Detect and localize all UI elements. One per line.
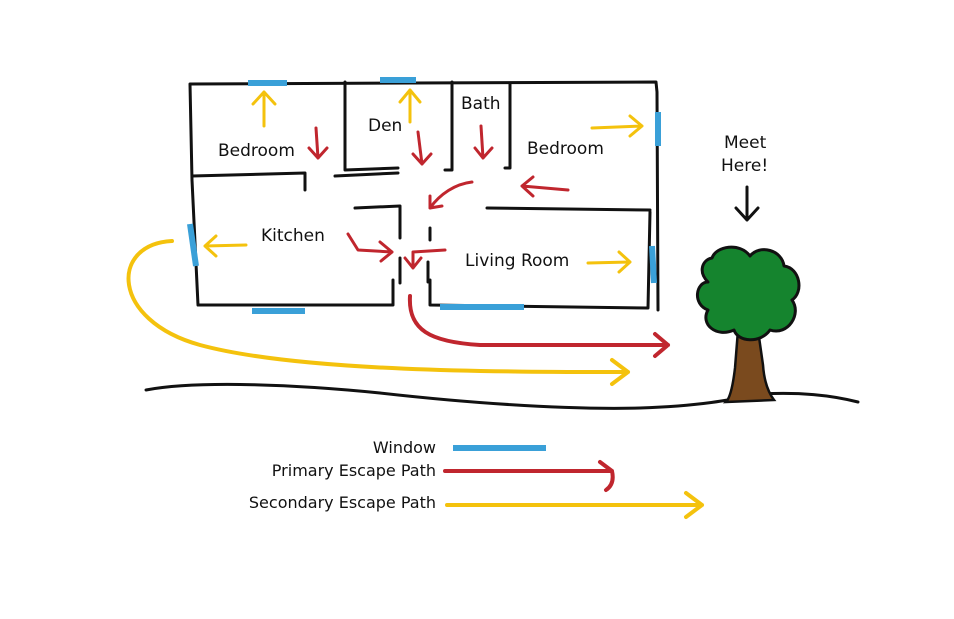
bedroom-left-wall	[190, 171, 307, 192]
red-arrow	[473, 124, 494, 160]
kitchen-hall-wall	[353, 204, 402, 285]
window	[649, 245, 657, 284]
red-long-escape-path	[407, 294, 670, 358]
primary-escape-arrows	[307, 124, 670, 358]
legend-label-secondary: Secondary Escape Path	[249, 493, 436, 512]
red-arrow	[403, 248, 447, 270]
tree-trunk	[722, 328, 777, 404]
room-label-bath: Bath	[461, 94, 501, 114]
legend-label-primary: Primary Escape Path	[272, 461, 436, 480]
room-label-living-room: Living Room	[465, 251, 569, 271]
room-label-bedroom-right: Bedroom	[527, 139, 604, 159]
meet-here-label-line2: Here!	[721, 156, 768, 176]
yellow-long-escape-path	[126, 239, 630, 386]
yellow-arrow	[398, 88, 422, 124]
bath-bedroom-wall	[503, 82, 512, 170]
meet-here-label-line1: Meet	[724, 133, 767, 153]
red-arrow	[411, 130, 433, 166]
room-label-bedroom-left: Bedroom	[218, 141, 295, 161]
living-room-top-wall	[428, 206, 652, 242]
outer-wall	[188, 80, 660, 312]
room-label-kitchen: Kitchen	[261, 226, 325, 246]
windows	[187, 77, 661, 314]
red-arrow	[520, 175, 570, 198]
yellow-arrow	[203, 234, 248, 258]
legend-label-window: Window	[373, 438, 436, 457]
hall-upper-wall	[333, 171, 400, 178]
red-arrow	[346, 232, 394, 263]
den-left-wall	[343, 80, 400, 172]
meet-point-arrow	[734, 185, 760, 222]
yellow-arrow	[590, 114, 644, 138]
tree-icon	[696, 245, 801, 404]
secondary-escape-arrows	[126, 88, 644, 386]
house-floorplan	[188, 80, 660, 312]
room-label-den: Den	[368, 116, 402, 136]
window	[187, 223, 199, 267]
legend-primary-swatch	[443, 460, 615, 492]
legend: Window Primary Escape Path Secondary Esc…	[249, 438, 704, 519]
yellow-arrow	[586, 250, 632, 274]
legend-secondary-swatch	[445, 491, 704, 519]
den-bath-wall	[443, 80, 454, 172]
tree-foliage	[696, 245, 801, 342]
red-arrow	[428, 180, 474, 210]
yellow-arrow	[251, 90, 277, 128]
red-arrow	[307, 126, 329, 160]
